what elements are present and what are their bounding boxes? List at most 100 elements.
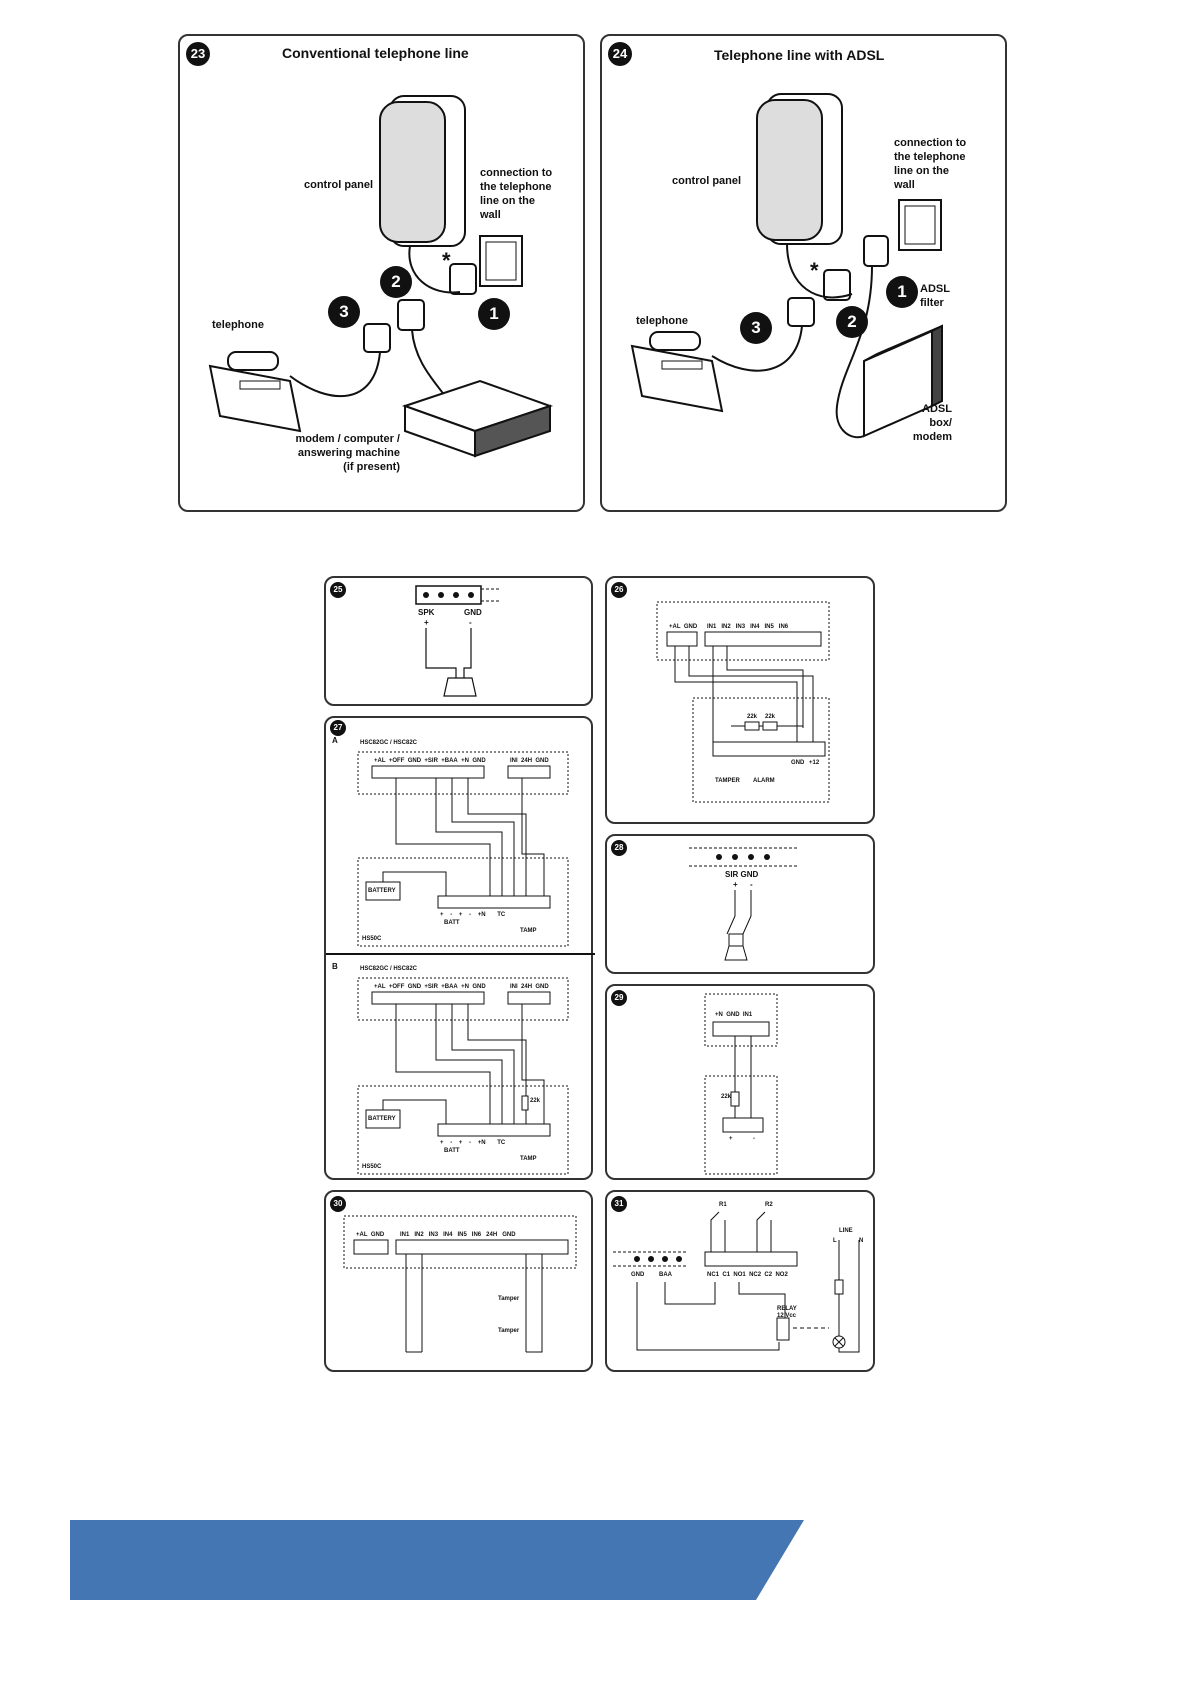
marker-1: 1 [478, 298, 510, 330]
telephone-label: telephone [212, 319, 264, 331]
battery-wire [382, 871, 447, 896]
plus-label: + [729, 1136, 733, 1142]
wall-socket-plate [485, 241, 517, 281]
wall-label-line: the telephone [894, 151, 966, 163]
lower-block-a [437, 895, 551, 909]
figure-number: 25 [330, 582, 346, 598]
terminal-label: +SIR [424, 758, 438, 764]
terminal-block-right [395, 1239, 569, 1255]
detector-block [712, 741, 826, 757]
tamper-label: TAMPER [715, 778, 740, 784]
terminal-block-b-right [507, 991, 551, 1005]
lower-block-b [437, 1123, 551, 1137]
cable-panel [786, 243, 853, 299]
terminal-label: GND [502, 1232, 516, 1238]
terminal-label: + [458, 912, 463, 918]
speaker-icon [443, 677, 477, 697]
terminal-label: INI [510, 984, 518, 990]
control-panel-label: control panel [672, 175, 742, 187]
relay-r2-contacts [756, 1211, 772, 1252]
terminal-label: - [450, 912, 453, 918]
gnd-label: GND [631, 1272, 645, 1278]
right-terminal-labels-a: INI 24H GND [510, 758, 549, 765]
terminal-label: +N [461, 758, 469, 764]
asterisk-marker: * [810, 258, 819, 283]
terminal [732, 854, 738, 860]
figure-23-drawing [208, 95, 554, 458]
hs50c-box-b [357, 1085, 569, 1175]
terminal-label: +N [715, 1012, 723, 1018]
adsl-filter-label: ADSL filter [920, 282, 950, 310]
figure-25-panel: 25 SPK GND + - [324, 576, 593, 706]
detector-block [722, 1117, 764, 1133]
battery-label: BATTERY [368, 888, 396, 894]
figure-number: 26 [611, 582, 627, 598]
adsl-box-side [931, 324, 943, 408]
asterisk-marker: * [442, 248, 451, 273]
adsl-box-line: modem [912, 431, 952, 443]
wire-minus [463, 628, 472, 678]
wall-label-line: line on the [480, 195, 535, 207]
resistor-22k [521, 1095, 529, 1111]
tamp-label: TAMP [520, 1156, 537, 1162]
terminal-label: GND [472, 758, 486, 764]
plug-2 [823, 269, 851, 301]
terminal [453, 592, 459, 598]
terminal [676, 1256, 682, 1262]
control-panel-label: control panel [304, 179, 374, 191]
terminal-label: +AL [374, 758, 386, 764]
terminal-label: NO1 [733, 1272, 746, 1278]
terminal-label: +OFF [388, 758, 405, 764]
resistor-label: 22k [765, 714, 776, 720]
wire [526, 1254, 543, 1353]
terminal [648, 1256, 654, 1262]
relay-label-line: RELAY [777, 1306, 797, 1312]
terminal-label: 24H [521, 984, 533, 990]
terminal-label: +N [461, 984, 469, 990]
plug-3 [787, 297, 815, 327]
wire [688, 646, 814, 742]
terminal-labels-a: +AL +OFF GND +SIR +BAA +N GND [374, 758, 486, 765]
terminal-label: IN4 [443, 1232, 453, 1238]
terminal-block-right [704, 631, 822, 647]
panel-a-box [357, 751, 569, 795]
detector-box [692, 697, 830, 803]
terminal-label: +AL [356, 1232, 368, 1238]
modem-front [474, 404, 551, 458]
terminal [423, 592, 429, 598]
battery-wire [382, 1099, 447, 1124]
telephone-body [208, 364, 302, 433]
figure-26-panel: 26 +AL GND IN1 IN2 IN3 IN4 IN5 IN6 22k 2… [605, 576, 875, 824]
figure-30-panel: 30 +AL GND IN1 IN2 IN3 IN4 IN5 IN6 24H G… [324, 1190, 593, 1372]
terminal-label: +OFF [388, 984, 405, 990]
terminal-block-a-right [507, 765, 551, 779]
wall-label-line: wall [480, 209, 501, 221]
marker-2: 2 [836, 306, 868, 338]
figure-27-drawing [326, 751, 595, 1175]
terminal-labels-b: +AL +OFF GND +SIR +BAA +N GND [374, 984, 486, 991]
wall-label-line: line on the [894, 165, 949, 177]
telephone-label: telephone [636, 315, 688, 327]
terminal-label: TC [497, 912, 506, 918]
batt-label: BATT [444, 1148, 460, 1154]
resistor-label: 22k [747, 714, 758, 720]
lower-labels-a: + - + - +N TC [440, 912, 505, 919]
wire [726, 646, 804, 728]
section-letter: B [332, 962, 338, 971]
wall-label-line: connection to [480, 167, 553, 179]
footer-banner [70, 1520, 804, 1600]
relay-terminal-block [704, 1251, 798, 1267]
figure-27-panel: 27 A HSC82GC / HSC82C +AL +OFF GND +SIR … [324, 716, 595, 1180]
model-label: HSC82GC / HSC82C [360, 966, 418, 972]
telephone-handset [227, 351, 279, 371]
terminal-label: NC2 [749, 1272, 762, 1278]
terminal-label: GND [472, 984, 486, 990]
modem-label-line: (if present) [343, 461, 400, 473]
wall-label-line: connection to [894, 137, 967, 149]
device-label: HS50C [362, 1164, 382, 1170]
wire-plus [726, 890, 736, 935]
terminal-label: NC1 [707, 1272, 720, 1278]
section-letter: A [332, 736, 338, 745]
wire [467, 778, 527, 896]
terminal-block-left [353, 1239, 389, 1255]
